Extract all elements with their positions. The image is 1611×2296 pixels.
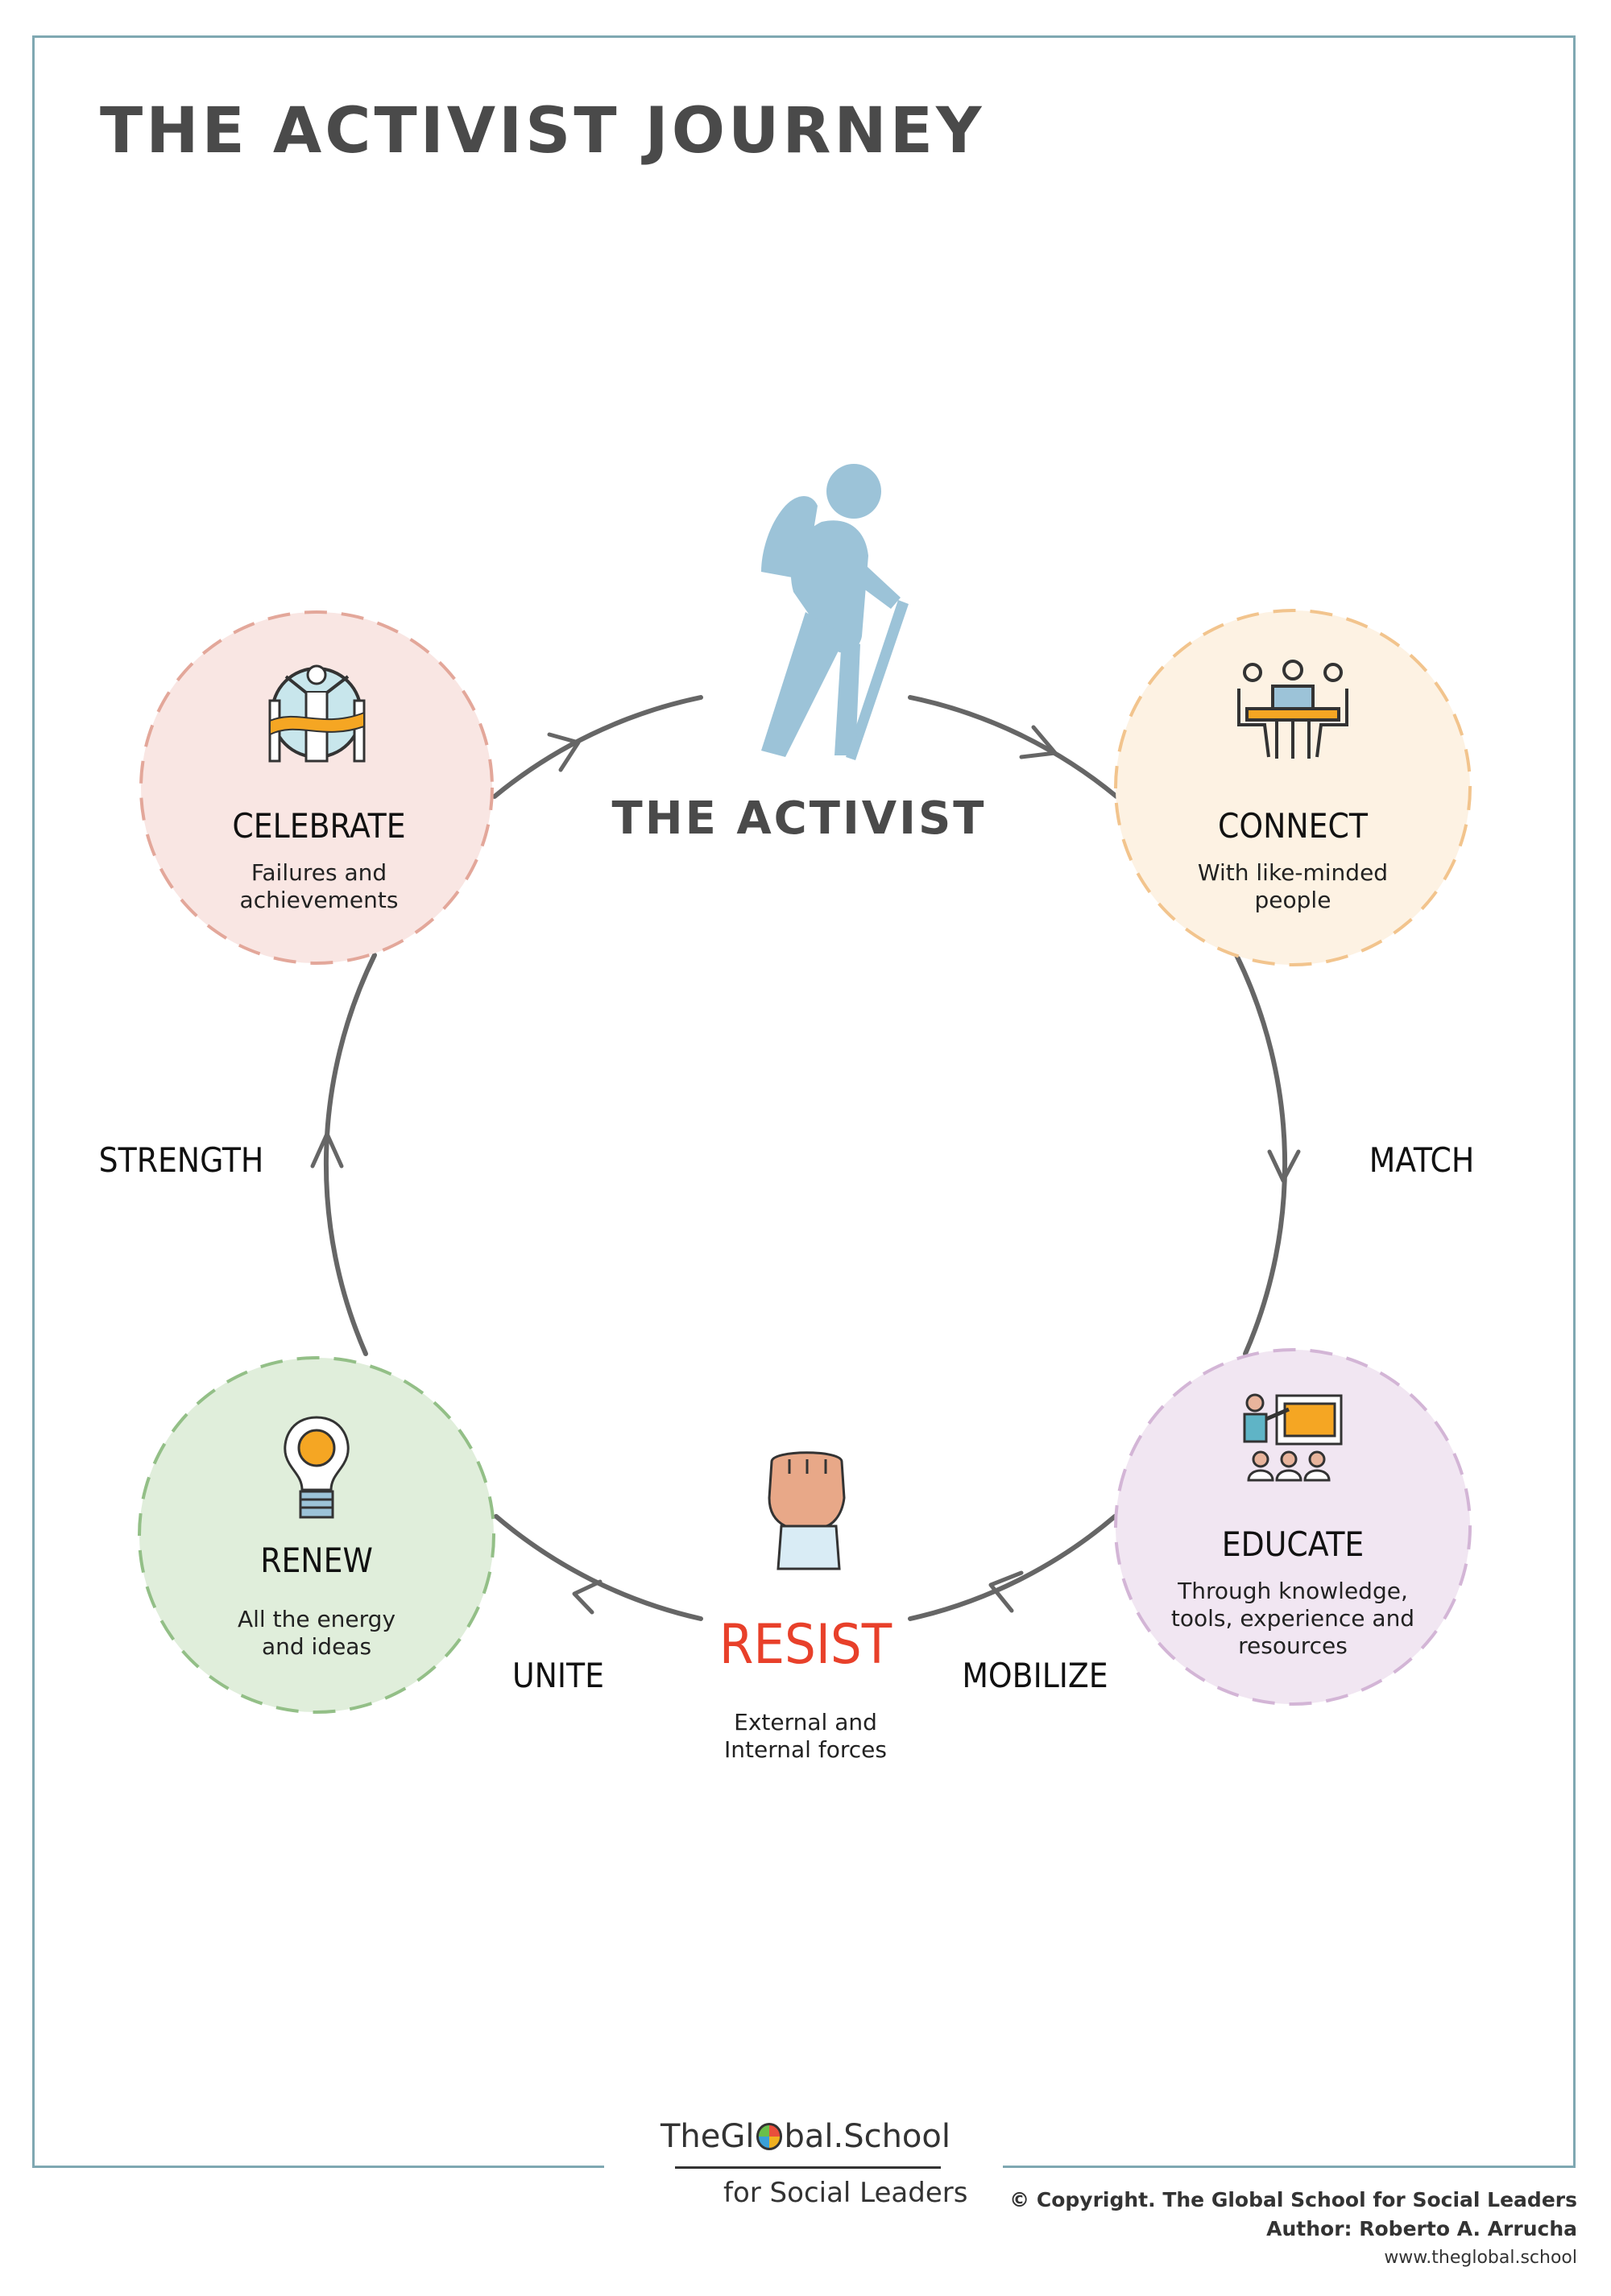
educate-desc-line3: resources (1238, 1632, 1348, 1659)
chevron-icon (310, 1131, 344, 1169)
page-frame (32, 35, 1576, 2168)
renew-title: RENEW (260, 1541, 373, 1580)
arrow-celebrate-to-activist (492, 695, 703, 799)
frame-bottom-right (1003, 2166, 1576, 2168)
logo-divider (675, 2166, 941, 2169)
finish-line-icon (268, 664, 366, 763)
resist-desc-line1: External and (734, 1709, 877, 1735)
resist-title: RESIST (719, 1613, 892, 1677)
renew-circle (138, 1356, 495, 1714)
chevron-icon (547, 732, 581, 772)
presentation-icon (1243, 1393, 1343, 1482)
connect-circle (1114, 609, 1472, 966)
arrow-activist-to-connect (908, 695, 1119, 799)
logo-brand-end: bal.School (784, 2118, 950, 2155)
chevron-icon (988, 1570, 1024, 1613)
fist-icon (768, 1451, 846, 1570)
renew-desc-line2: and ideas (262, 1633, 371, 1660)
educate-desc-line1: Through knowledge, (1177, 1578, 1408, 1604)
educate-desc-line2: tools, experience and (1171, 1605, 1414, 1632)
resist-desc-line2: Internal forces (724, 1736, 887, 1763)
meeting-icon (1237, 660, 1348, 759)
celebrate-circle (139, 610, 494, 965)
lightbulb-icon (284, 1416, 350, 1519)
center-label: THE ACTIVIST (612, 792, 987, 845)
arrow-educate-to-resist (908, 1514, 1117, 1621)
connect-title: CONNECT (1218, 806, 1369, 846)
cycle-arrows (323, 695, 1288, 1621)
educate-circle (1114, 1348, 1472, 1706)
transition-unite: UNITE (512, 1656, 604, 1695)
celebrate-desc-line1: Failures and (251, 859, 387, 886)
arrow-resist-to-renew (494, 1514, 703, 1621)
transition-strength: STRENGTH (99, 1140, 264, 1180)
website-link[interactable]: www.theglobal.school (1384, 2248, 1577, 2268)
connect-desc-line1: With like-minded (1198, 859, 1388, 886)
logo-wordmark: TheGl bal.School (661, 2118, 950, 2155)
arrow-heads (310, 725, 1301, 1615)
chevron-icon (1019, 725, 1058, 759)
logo-brand-start: TheGl (661, 2118, 755, 2155)
arrow-renew-to-celebrate (323, 953, 377, 1356)
page-title: THE ACTIVIST JOURNEY (100, 95, 985, 168)
connect-desc-line2: people (1255, 887, 1331, 913)
author-text: Author: Roberto A. Arrucha (1266, 2217, 1577, 2240)
globe-icon (756, 2123, 783, 2150)
logo-tagline: for Social Leaders (723, 2177, 968, 2209)
chevron-icon (572, 1579, 603, 1615)
educate-title: EDUCATE (1222, 1524, 1365, 1564)
celebrate-desc-line2: achievements (240, 887, 399, 913)
transition-mobilize: MOBILIZE (962, 1656, 1108, 1695)
school-logo: TheGl bal.School for Social Leaders (661, 2118, 968, 2209)
frame-bottom-left (32, 2166, 604, 2168)
credits: © Copyright. The Global School for Socia… (1009, 2186, 1577, 2273)
transition-match: MATCH (1369, 1140, 1475, 1180)
chevron-icon (1267, 1149, 1301, 1183)
copyright-text: © Copyright. The Global School for Socia… (1009, 2188, 1577, 2211)
arrow-connect-to-educate (1234, 953, 1288, 1356)
renew-desc-line1: All the energy (238, 1606, 396, 1632)
celebrate-title: CELEBRATE (232, 806, 405, 846)
hiker-icon (761, 464, 909, 760)
